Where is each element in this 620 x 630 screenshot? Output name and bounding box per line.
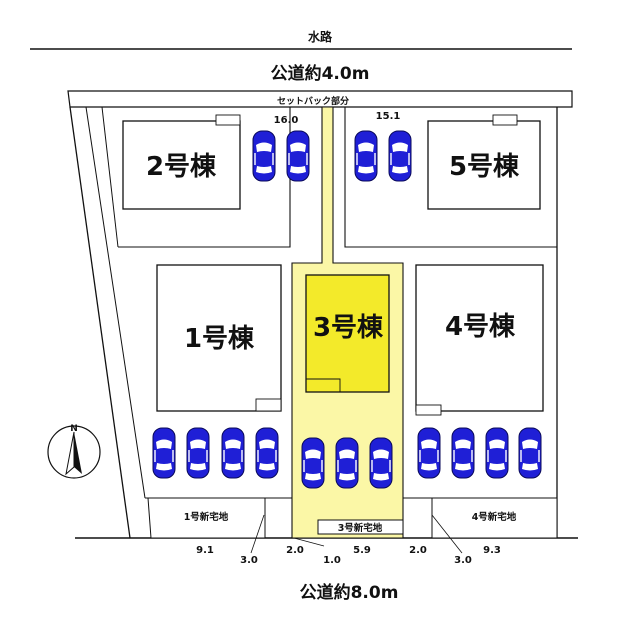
car-lot4-c <box>485 427 509 479</box>
car-lot3-c <box>369 437 393 489</box>
car-lot2-a <box>252 130 276 182</box>
car-lot3-b <box>335 437 359 489</box>
house-1 <box>156 264 282 412</box>
house-5-porch <box>492 114 518 126</box>
dim-lot3-width: 5.9 <box>353 545 371 556</box>
house-5 <box>427 120 541 210</box>
waterway-label: 水路 <box>308 29 333 44</box>
car-lot3-a <box>301 437 325 489</box>
dim-lot3-left: 2.0 <box>286 545 304 556</box>
house-2 <box>122 120 241 210</box>
car-lot2-b <box>286 130 310 182</box>
south-road-label: 公道約8.0m <box>300 582 399 603</box>
house-2-porch <box>215 114 241 126</box>
north-arrow-label: N <box>70 424 78 434</box>
dim-leader-lot3 <box>293 537 325 547</box>
house-1-label: 1号棟 <box>184 324 255 354</box>
car-lot1-a <box>152 427 176 479</box>
dim-lot4-strip: 3.0 <box>454 555 472 566</box>
dim-lot1-width: 9.1 <box>196 545 214 556</box>
setback-band <box>67 90 573 108</box>
lot-3-new-label: 3号新宅地 <box>338 522 383 534</box>
dim-leader-lot4 <box>431 514 463 554</box>
house-2-label: 2号棟 <box>146 152 217 182</box>
house-3 <box>305 274 390 393</box>
lot-1-new-label: 1号新宅地 <box>184 511 229 523</box>
house-3-porch <box>306 378 341 392</box>
car-lot4-a <box>417 427 441 479</box>
house-4 <box>415 264 544 412</box>
setback-label: セットバック部分 <box>277 95 349 107</box>
car-lot4-b <box>451 427 475 479</box>
dim-lot1-strip: 3.0 <box>240 555 258 566</box>
house-1-porch <box>255 398 282 412</box>
house-4-label: 4号棟 <box>445 312 516 342</box>
lot-1-new-strip <box>147 497 266 539</box>
car-lot5-b <box>388 130 412 182</box>
dim-lot4-left: 2.0 <box>409 545 427 556</box>
north-arrow-icon <box>47 425 101 479</box>
house-5-label: 5号棟 <box>449 152 520 182</box>
site-west-boundary <box>69 106 131 539</box>
dim-lot5-frontage: 15.1 <box>376 111 401 122</box>
dim-lot4-width: 9.3 <box>483 545 501 556</box>
lot2-west-line <box>101 106 119 248</box>
lot-4-new-label: 4号新宅地 <box>472 511 517 523</box>
car-lot1-c <box>221 427 245 479</box>
dim-lot3-gap: 1.0 <box>323 555 341 566</box>
car-lot5-a <box>354 130 378 182</box>
car-lot1-d <box>255 427 279 479</box>
lot-5-boundary <box>344 107 557 248</box>
house-4-porch <box>415 404 442 416</box>
dim-leader-lot1 <box>250 514 265 554</box>
car-lot1-b <box>186 427 210 479</box>
site-west-inner-line <box>85 106 146 499</box>
lot-4-new-strip <box>431 497 558 539</box>
car-lot4-d <box>518 427 542 479</box>
north-road-label: 公道約4.0m <box>271 63 370 84</box>
dim-lot2-frontage: 16.0 <box>274 115 299 126</box>
house-3-label: 3号棟 <box>313 313 384 343</box>
lot-3-new-strip <box>317 519 404 535</box>
